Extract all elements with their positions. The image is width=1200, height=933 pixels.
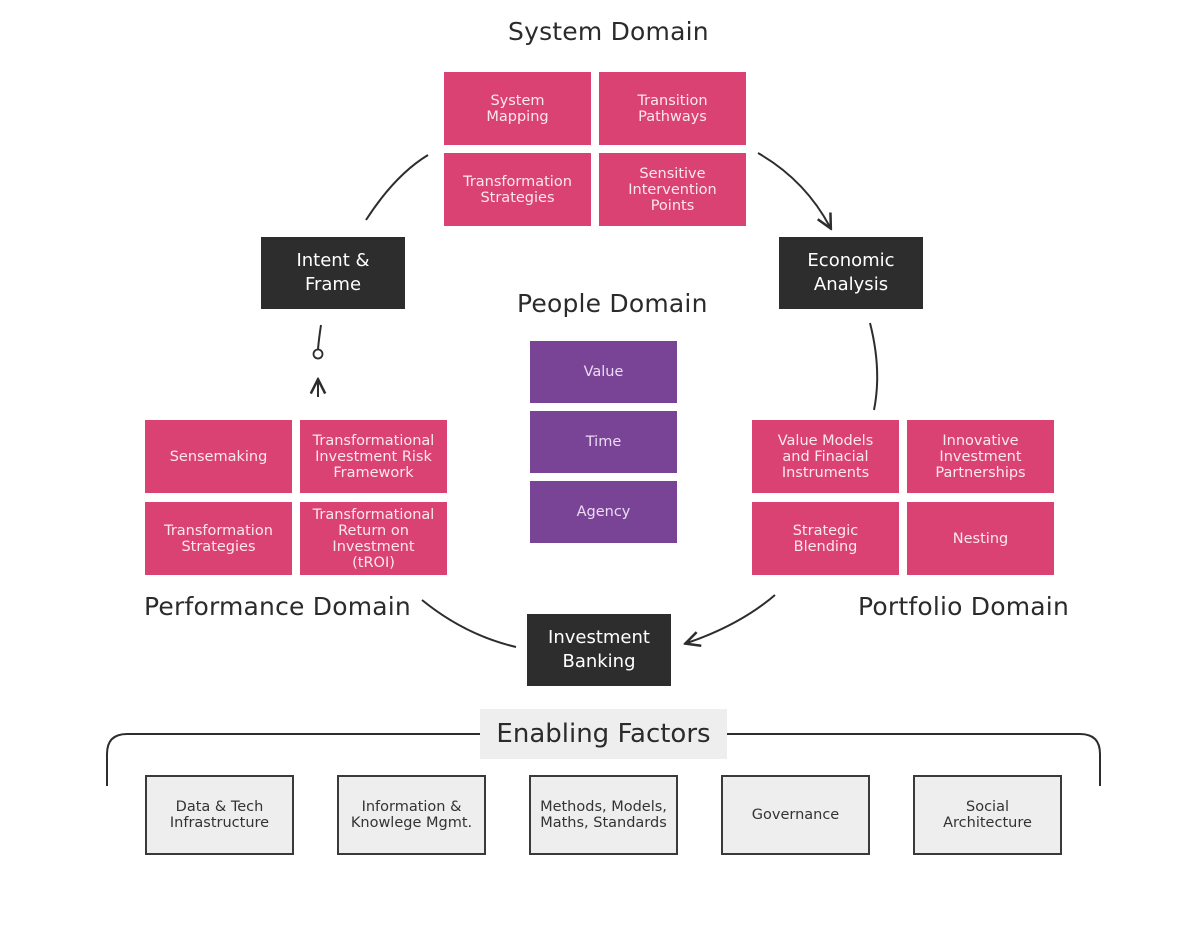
enabling-factors-title: Enabling Factors <box>480 709 727 759</box>
enabling-bracket <box>106 733 1101 786</box>
connector-intent-to-system <box>365 154 429 221</box>
people-box-time[interactable]: Time <box>530 411 677 473</box>
connector-economic-to-portfolio <box>869 322 879 411</box>
people-box-value[interactable]: Value <box>530 341 677 403</box>
system-box-sensitive-intervention-points[interactable]: Sensitive Intervention Points <box>599 153 746 226</box>
system-box-transition-pathways[interactable]: Transition Pathways <box>599 72 746 145</box>
performance-box-transformation-strategies[interactable]: Transformation Strategies <box>145 502 292 575</box>
portfolio-box-nesting[interactable]: Nesting <box>907 502 1054 575</box>
connector-system-to-economic <box>757 152 830 227</box>
enabling-item-social-architecture[interactable]: Social Architecture <box>913 775 1062 855</box>
portfolio-box-strategic-blending[interactable]: Strategic Blending <box>752 502 899 575</box>
people-domain-title: People Domain <box>517 289 708 318</box>
connector-intent-stem <box>317 324 322 350</box>
system-box-transformation-strategies[interactable]: Transformation Strategies <box>444 153 591 226</box>
intent-frame-node[interactable]: Intent & Frame <box>261 237 405 309</box>
enabling-item-methods[interactable]: Methods, Models, Maths, Standards <box>529 775 678 855</box>
portfolio-domain-title: Portfolio Domain <box>858 592 1070 621</box>
enabling-item-information[interactable]: Information & Knowlege Mgmt. <box>337 775 486 855</box>
portfolio-box-value-models[interactable]: Value Models and Finacial Instruments <box>752 420 899 493</box>
performance-domain-title: Performance Domain <box>144 592 411 621</box>
economic-analysis-node[interactable]: Economic Analysis <box>779 237 923 309</box>
enabling-item-governance[interactable]: Governance <box>721 775 870 855</box>
system-domain-title: System Domain <box>508 17 709 46</box>
people-box-agency[interactable]: Agency <box>530 481 677 543</box>
performance-box-sensemaking[interactable]: Sensemaking <box>145 420 292 493</box>
performance-box-risk-framework[interactable]: Transformational Investment Risk Framewo… <box>300 420 447 493</box>
investment-banking-node[interactable]: Investment Banking <box>527 614 671 686</box>
connector-portfolio-to-banking <box>687 594 776 643</box>
enabling-item-data-tech[interactable]: Data & Tech Infrastructure <box>145 775 294 855</box>
connector-intent-node <box>312 348 324 360</box>
connector-performance-to-banking <box>421 599 517 648</box>
system-box-system-mapping[interactable]: System Mapping <box>444 72 591 145</box>
portfolio-box-innovative-partnerships[interactable]: Innovative Investment Partnerships <box>907 420 1054 493</box>
performance-box-troi[interactable]: Transformational Return on Investment (t… <box>300 502 447 575</box>
